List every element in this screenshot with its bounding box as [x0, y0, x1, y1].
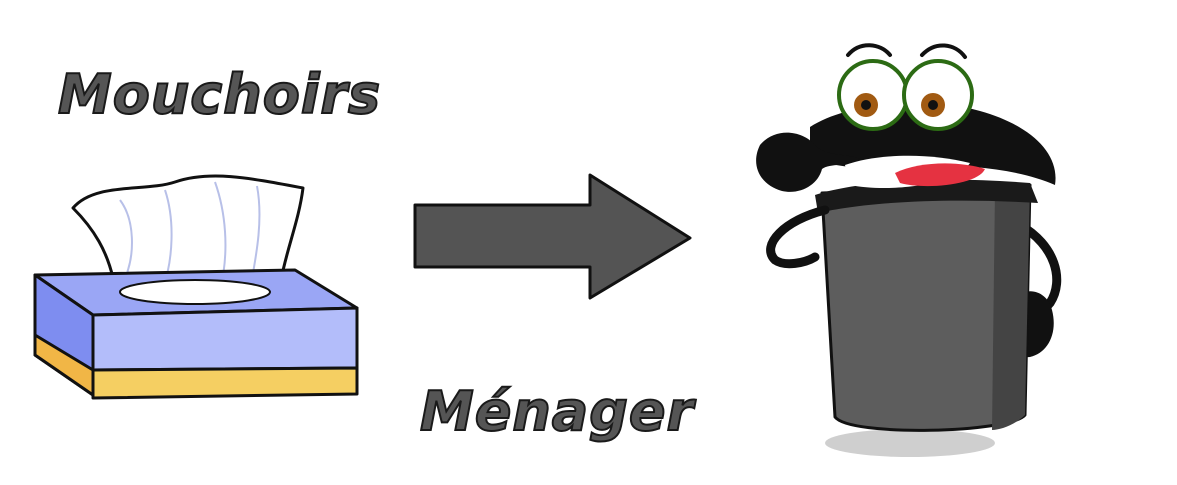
left-hand: [756, 132, 860, 192]
bin-lid: [815, 179, 1038, 213]
left-eyebrow: [846, 43, 892, 57]
right-eyebrow: [920, 43, 967, 59]
right-eye: [902, 59, 974, 131]
tongue: [895, 163, 985, 187]
right-arrow-icon: [413, 173, 692, 300]
box-front-band: [91, 366, 359, 400]
trash-bin-character-icon: [756, 43, 1062, 457]
box-front: [91, 306, 359, 372]
mouchoirs-label: Mouchoirs: [57, 63, 382, 126]
tissue-box-icon: [33, 174, 359, 400]
menager-label: Ménager: [419, 380, 695, 443]
left-eye: [837, 59, 909, 131]
